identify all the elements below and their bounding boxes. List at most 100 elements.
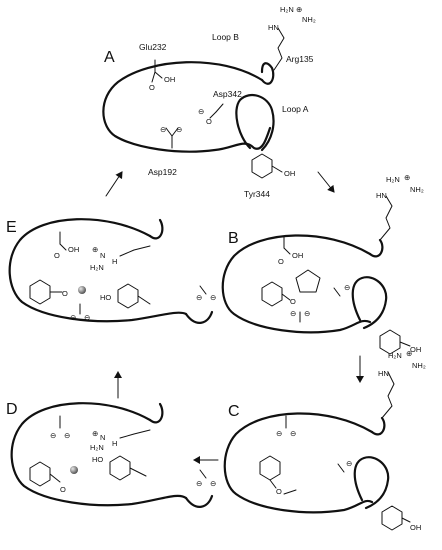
svg-text:H: H: [112, 439, 117, 448]
panel-c-enzyme-outline: [223, 412, 374, 514]
svg-text:⊖: ⊖: [50, 431, 56, 440]
panel-e-carboxylate-right: ⊖ ⊖: [196, 285, 216, 302]
svg-text:H₂N: H₂N: [90, 443, 104, 452]
glu232-acid: O OH: [149, 59, 175, 92]
panel-e-water-ball: [78, 286, 86, 294]
svg-text:⊕: ⊕: [406, 349, 412, 358]
loop-a-label: Loop A: [282, 104, 309, 114]
svg-text:HN: HN: [376, 191, 387, 200]
svg-text:⊖: ⊖: [210, 293, 216, 302]
arrow-e-to-a: [105, 171, 123, 197]
svg-text:O: O: [290, 297, 296, 306]
svg-text:NH₂: NH₂: [410, 185, 424, 194]
glu232-label: Glu232: [139, 42, 167, 52]
svg-text:O: O: [278, 257, 284, 266]
svg-text:⊕: ⊕: [92, 429, 98, 438]
svg-text:OH: OH: [410, 345, 421, 354]
svg-text:⊖: ⊖: [84, 313, 90, 322]
panel-d-carboxylate-right: ⊖ ⊖: [196, 469, 216, 488]
svg-text:⊖: ⊖: [196, 479, 202, 488]
arrow-a-to-b: [317, 171, 335, 193]
svg-text:O: O: [62, 289, 68, 298]
svg-text:O: O: [276, 487, 282, 496]
panel-b-cyclopentyl: [295, 269, 321, 293]
panel-d-loop-b: [148, 402, 164, 424]
svg-text:H₂N: H₂N: [388, 351, 402, 360]
svg-text:OH: OH: [68, 245, 79, 254]
svg-text:⊖: ⊖: [196, 293, 202, 302]
loop-b-label: Loop B: [212, 32, 239, 42]
arg135-sidechain: HN H₂N NH₂ ⊕: [268, 5, 316, 71]
panel-a-letter: A: [104, 49, 115, 66]
panel-b-arg-chain: HN H₂N NH₂ ⊕: [376, 173, 424, 241]
svg-text:HN: HN: [268, 23, 279, 32]
svg-text:HN: HN: [378, 369, 389, 378]
svg-text:OH: OH: [164, 75, 175, 84]
panel-e-tyr: HO: [100, 283, 151, 309]
panel-e-carboxylate: ⊖ ⊖: [70, 303, 90, 322]
panel-b-tyr: OH: [379, 329, 421, 355]
panel-e-arg-chain: H₂N N H ⊕: [90, 245, 151, 272]
svg-text:⊖: ⊖: [64, 431, 70, 440]
panel-c-carboxylate-loop: ⊖: [337, 459, 352, 473]
panel-b-letter: B: [228, 230, 239, 247]
panel-b-acid: O OH: [278, 235, 303, 266]
panel-c-tyr: OH: [381, 505, 421, 532]
panel-c-arg-chain: HN H₂N NH₂ ⊕: [378, 349, 426, 419]
panel-b-enzyme-outline: [221, 234, 372, 334]
svg-text:H: H: [112, 257, 117, 266]
svg-text:⊖: ⊖: [290, 429, 296, 438]
panel-d: D H₂N N H ⊕ ⊖ ⊖ O HO ⊖ ⊖: [6, 401, 216, 508]
svg-text:⊖: ⊖: [290, 309, 296, 318]
panel-d-loop-a: [184, 494, 214, 508]
svg-text:⊕: ⊕: [296, 5, 302, 14]
svg-text:⊖: ⊖: [276, 429, 282, 438]
svg-text:O: O: [149, 83, 155, 92]
panel-a: A Glu232 O OH Loop B Arg135 HN H₂N NH₂ ⊕…: [102, 5, 316, 199]
panel-d-arg-chain: H₂N N H ⊕: [90, 429, 151, 452]
svg-text:OH: OH: [284, 169, 295, 178]
svg-text:⊖: ⊖: [304, 309, 310, 318]
panel-e-acid: O OH: [54, 231, 79, 260]
panel-e: E O OH H₂N N H ⊕ O ⊖ ⊖ HO: [6, 218, 216, 324]
panel-d-letter: D: [6, 401, 18, 418]
panel-b-carboxylate-upper: ⊖: [333, 283, 350, 297]
asp192-carboxylate: ⊖ ⊖: [160, 125, 182, 149]
svg-text:OH: OH: [292, 251, 303, 260]
svg-text:⊖: ⊖: [198, 107, 204, 116]
svg-text:O: O: [60, 485, 66, 494]
panel-a-enzyme-outline: [102, 61, 272, 153]
svg-text:N: N: [100, 251, 105, 260]
panel-c-loop-b: [370, 416, 386, 436]
panel-e-loop-b: [148, 218, 164, 240]
asp342-label: Asp342: [213, 89, 242, 99]
svg-text:⊖: ⊖: [346, 459, 352, 468]
svg-text:⊖: ⊖: [176, 125, 182, 134]
panel-d-carboxylate: ⊖ ⊖: [50, 415, 70, 440]
panel-e-enzyme-outline: [8, 218, 188, 323]
svg-text:⊕: ⊕: [404, 173, 410, 182]
tyr344-label: Tyr344: [244, 189, 270, 199]
panel-c-loop-a: [353, 456, 390, 510]
asp342-carboxylate: O ⊖: [198, 103, 224, 126]
panel-e-loop-a: [184, 310, 214, 324]
panel-c: C HN H₂N NH₂ ⊕ ⊖ ⊖ O ⊖ OH: [223, 349, 426, 532]
arg135-label: Arg135: [286, 54, 314, 64]
panel-d-water-ball: [70, 466, 78, 474]
svg-text:HO: HO: [92, 455, 103, 464]
svg-text:NH₂: NH₂: [302, 15, 316, 24]
svg-text:⊖: ⊖: [210, 479, 216, 488]
svg-text:⊖: ⊖: [70, 313, 76, 322]
tyr344-ring: OH: [251, 153, 295, 179]
svg-text:N: N: [100, 433, 105, 442]
svg-text:⊖: ⊖: [344, 283, 350, 292]
svg-text:⊕: ⊕: [92, 245, 98, 254]
panel-a-loop-a: [235, 93, 275, 152]
panel-b-carboxylate-lower: ⊖ ⊖: [290, 309, 310, 323]
panel-d-enzyme-outline: [10, 402, 188, 507]
panel-e-cyclohexyl: O: [29, 279, 68, 305]
svg-text:⊖: ⊖: [160, 125, 166, 134]
svg-text:H₂N: H₂N: [386, 175, 400, 184]
panel-b: B HN H₂N NH₂ ⊕ O OH O ⊖: [221, 173, 424, 355]
panel-d-tyr: HO: [92, 455, 147, 481]
